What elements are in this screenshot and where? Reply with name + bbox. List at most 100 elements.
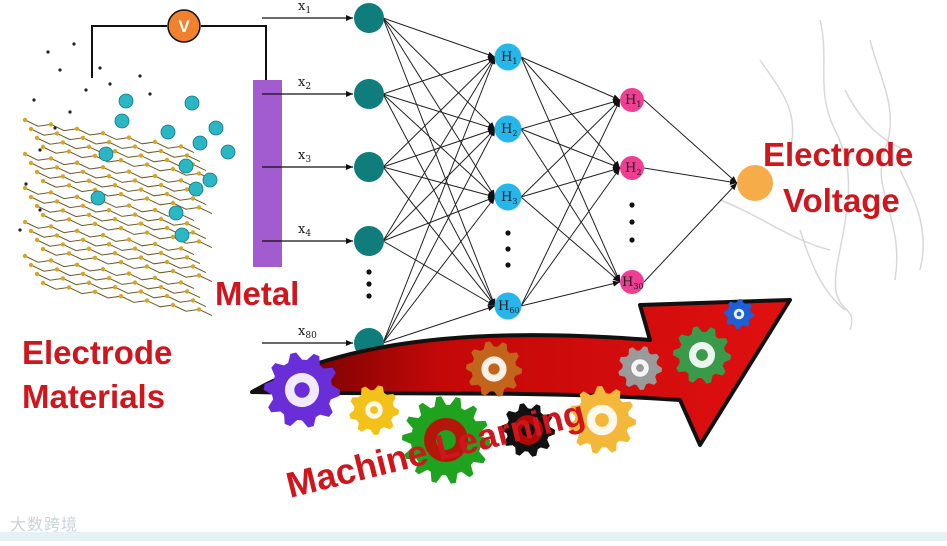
carbon-atom bbox=[126, 135, 132, 140]
electrode-materials-label-1: Electrode bbox=[22, 334, 172, 371]
blue-gear-icon bbox=[724, 299, 754, 329]
connection-line bbox=[520, 280, 621, 307]
carbon-atom bbox=[190, 230, 196, 235]
carbon-atom bbox=[40, 246, 46, 252]
input-node bbox=[354, 152, 384, 182]
metal-ion bbox=[184, 95, 200, 111]
brown-gear-icon bbox=[466, 341, 522, 397]
carbon-atom bbox=[190, 196, 196, 201]
carbon-atom bbox=[54, 165, 60, 170]
electrode-materials-label-2: Materials bbox=[22, 378, 165, 415]
carbon-atom bbox=[112, 183, 118, 188]
carbon-atom bbox=[28, 126, 34, 132]
metal-ion bbox=[202, 172, 218, 188]
carbon-atom bbox=[40, 212, 46, 218]
carbon-atom bbox=[170, 200, 176, 206]
carbon-atom bbox=[164, 259, 170, 265]
graphene-bond bbox=[24, 153, 195, 188]
dot bbox=[38, 148, 42, 152]
carbon-atom bbox=[80, 135, 86, 140]
carbon-atom bbox=[92, 221, 98, 226]
input-label: x2 bbox=[298, 75, 311, 92]
gears-group bbox=[264, 299, 754, 484]
carbon-atom bbox=[106, 242, 112, 247]
carbon-atom bbox=[34, 203, 40, 209]
connection-line bbox=[520, 99, 621, 130]
connection-line bbox=[520, 56, 621, 101]
node-label: H1 bbox=[501, 50, 517, 66]
metal-ion bbox=[208, 120, 224, 136]
carbon-atom bbox=[152, 173, 158, 179]
dot bbox=[46, 50, 50, 54]
carbon-atom bbox=[112, 285, 118, 290]
output-node bbox=[737, 165, 773, 201]
carbon-atom bbox=[152, 139, 158, 145]
carbon-atom bbox=[178, 246, 184, 251]
carbon-atom bbox=[40, 178, 46, 184]
metal-ion bbox=[114, 113, 130, 129]
carbon-atom bbox=[158, 148, 164, 154]
carbon-atom bbox=[66, 149, 72, 154]
dot bbox=[72, 42, 76, 46]
node-label: H1 bbox=[625, 93, 641, 109]
carbon-atom bbox=[158, 216, 164, 222]
ellipsis-dot bbox=[505, 246, 511, 252]
carbon-atom bbox=[34, 271, 40, 277]
hidden-node bbox=[620, 156, 644, 180]
gear-hub bbox=[696, 349, 708, 361]
carbon-atom bbox=[22, 117, 28, 123]
carbon-atom bbox=[74, 262, 80, 267]
hidden-node bbox=[494, 292, 522, 320]
carbon-atom bbox=[196, 171, 202, 176]
carbon-atom bbox=[132, 246, 138, 251]
carbon-atom bbox=[126, 237, 132, 242]
graphene-bond bbox=[30, 128, 201, 163]
dot bbox=[84, 88, 88, 92]
ellipsis-dot bbox=[629, 219, 635, 225]
carbon-atom bbox=[184, 153, 190, 158]
carbon-atom bbox=[152, 241, 158, 247]
carbon-atom bbox=[170, 268, 176, 274]
connection-line bbox=[643, 99, 738, 184]
carbon-atom bbox=[74, 126, 80, 131]
carbon-atom bbox=[118, 260, 124, 265]
metal-ion bbox=[98, 146, 114, 162]
carbon-atom bbox=[138, 153, 144, 158]
carbon-atom bbox=[80, 237, 86, 242]
dot bbox=[98, 66, 102, 70]
graphene-bond bbox=[24, 119, 195, 154]
dark-green-gear-icon bbox=[673, 326, 731, 384]
carbon-atom bbox=[66, 285, 72, 290]
carbon-atom bbox=[112, 149, 118, 154]
dot bbox=[58, 68, 62, 72]
voltmeter-circuit: V bbox=[91, 9, 267, 80]
carbon-atom bbox=[34, 237, 40, 243]
carbon-atom bbox=[28, 194, 34, 200]
carbon-atom bbox=[144, 230, 150, 235]
node-label: H2 bbox=[501, 122, 517, 138]
gear-hub bbox=[488, 363, 500, 375]
carbon-atom bbox=[40, 144, 46, 150]
carbon-atom bbox=[86, 144, 92, 149]
carbon-atom bbox=[184, 221, 190, 226]
carbon-atom bbox=[170, 302, 176, 308]
graphene-bond bbox=[30, 196, 201, 231]
carbon-atom bbox=[74, 228, 80, 233]
connection-line bbox=[382, 196, 496, 344]
carbon-atom bbox=[48, 156, 54, 161]
carbon-atom bbox=[22, 151, 28, 157]
carbon-atom bbox=[164, 293, 170, 299]
carbon-atom bbox=[86, 212, 92, 217]
carbon-atom bbox=[28, 228, 34, 234]
carbon-atom bbox=[60, 140, 66, 145]
carbon-atom bbox=[184, 289, 190, 294]
graphene-bond bbox=[42, 180, 213, 215]
graphene-bond bbox=[30, 264, 201, 299]
connection-line bbox=[382, 56, 496, 168]
carbon-atom bbox=[60, 276, 66, 281]
watermark-text: 大数跨境 bbox=[10, 515, 79, 534]
carbon-atom bbox=[60, 242, 66, 247]
